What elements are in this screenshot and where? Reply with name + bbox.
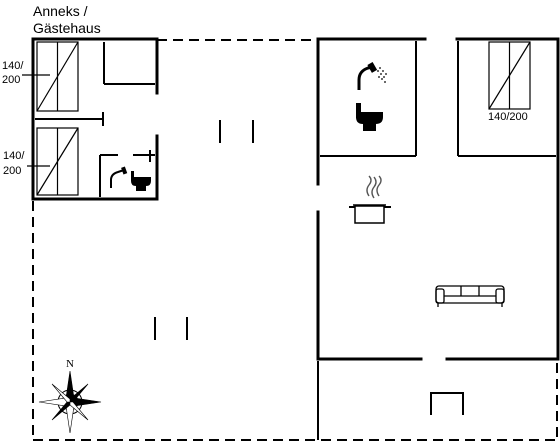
bed-icon-2 [27,127,79,196]
shower-icon-annex [110,166,128,188]
toilet-icon-annex [131,171,151,191]
house-interior-walls [317,41,556,440]
compass-north-label: N [66,358,74,370]
annex-label-line-1: Anneks / [33,3,88,19]
bed-icon-1 [22,41,79,112]
toilet-icon-main [356,103,383,131]
bed-icon-3 [488,41,531,110]
house-walls [316,37,560,361]
annex-walls [31,37,159,201]
annex-interior-walls [35,42,155,197]
bed-size-1-width: 140/ [2,60,24,72]
shower-icon-main [357,62,387,90]
entry-fixture [430,392,464,415]
sofa-icon [435,285,505,307]
bed-size-2-length: 200 [3,165,22,177]
door-markers [154,120,254,340]
bed-size-2-width: 140/ [3,150,25,162]
annex-label-line-2: Gästehaus [33,20,101,36]
terrace-dashed-boundary [32,39,558,441]
bed-size-1-length: 200 [2,74,21,86]
compass-rose: N [38,358,102,434]
bed-size-3: 140/200 [488,111,528,123]
kitchen-pot-icon [349,175,391,224]
